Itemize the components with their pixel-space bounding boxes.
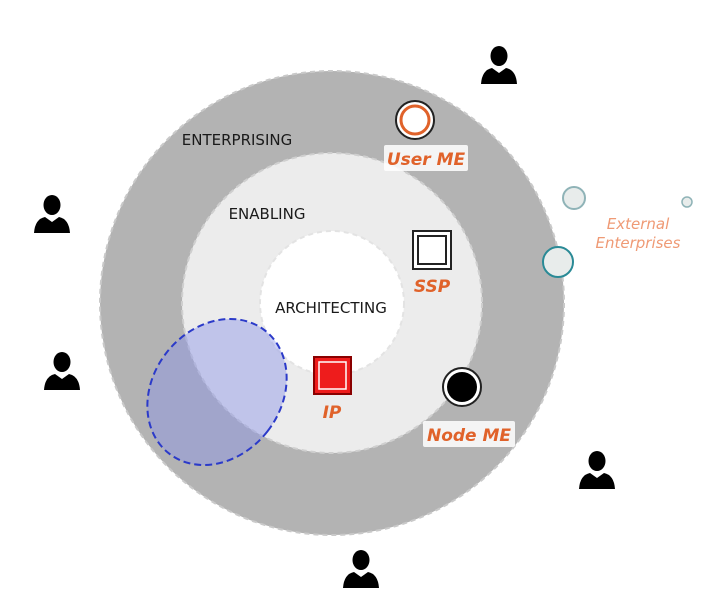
user-icon [44, 352, 80, 390]
user-icon [34, 195, 70, 233]
user-icon [343, 550, 379, 588]
external-enterprise-circle [681, 196, 693, 208]
ip-label: IP [323, 403, 342, 423]
user-icon [481, 46, 517, 84]
enabling-label: ENABLING [229, 205, 306, 223]
external-enterprise-circle [542, 246, 574, 278]
node-me-label: Node ME [427, 426, 511, 446]
architecting-label: ARCHITECTING [275, 299, 387, 317]
external-enterprises-label-line1: External [607, 215, 670, 233]
external-enterprises-label-line2: Enterprises [596, 234, 681, 252]
overlap-region [146, 317, 288, 467]
user-me-label: User ME [387, 150, 466, 170]
enterprising-label: ENTERPRISING [182, 131, 292, 149]
external-enterprise-circle [562, 186, 586, 210]
ssp-node [412, 230, 452, 270]
user-icon [579, 451, 615, 489]
user-me-node [395, 100, 435, 140]
node-me-node [442, 367, 482, 407]
ip-node [313, 356, 352, 395]
ssp-label: SSP [414, 277, 451, 297]
